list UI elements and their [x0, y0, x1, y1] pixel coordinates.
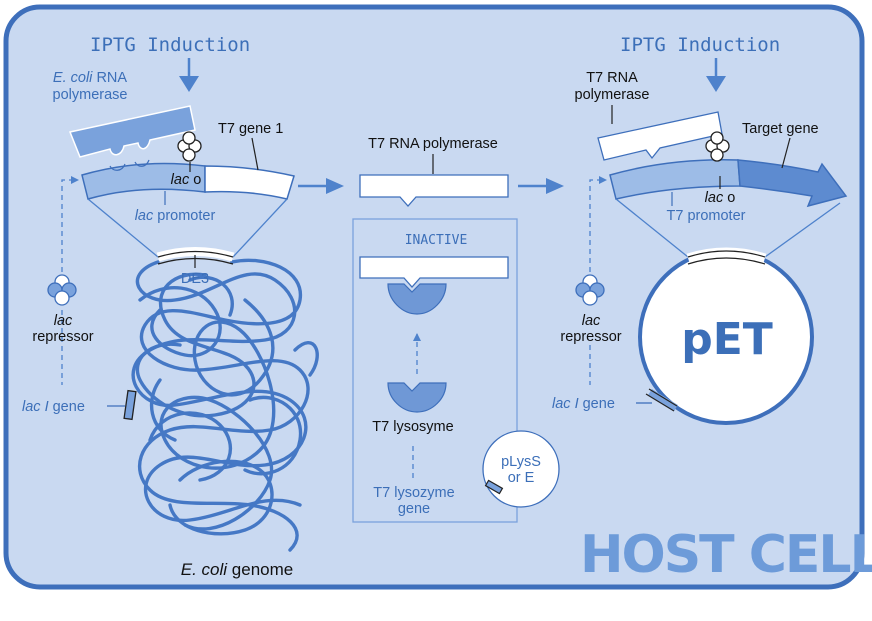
ecoli-rnap-label-line2: polymerase [53, 87, 128, 103]
lacI-gene-label-left: lac I gene [22, 399, 85, 415]
ecoli-chromosome [131, 258, 319, 552]
iptg-arrow-left [179, 58, 199, 92]
t7-rnap-label-center: T7 RNA polymerase [368, 136, 498, 152]
t7-lysozyme-gene-label-1: T7 lysozyme [373, 485, 454, 501]
lac-repressor-label-right-1: lac [582, 313, 601, 329]
t7-promoter-label: T7 promoter [667, 208, 746, 224]
lac-repressor-bound-icon [177, 131, 202, 162]
repressor-dashed-path-left [61, 176, 79, 272]
lac-repressor-label-left-2: repressor [32, 329, 93, 345]
inactive-box [352, 218, 518, 523]
t7-rnap-label-right-1: T7 RNA [586, 70, 638, 86]
host-cell-label: HOST CELL [580, 525, 872, 585]
t7-rnap-label-right-2: polymerase [575, 87, 650, 103]
t7-rnap-inactive [359, 256, 509, 288]
lac-repressor-icon-left [47, 274, 77, 306]
right-panel: IPTG Induction T7 RNA polymerase Target … [552, 34, 848, 425]
target-gene-arrow [737, 159, 848, 208]
t7-rna-polymerase-center [359, 174, 509, 207]
ecoli-genome-label: E. coli genome [181, 560, 293, 579]
t7-lysozyme-bound [387, 283, 447, 315]
lac-repressor-label-right-2: repressor [560, 329, 621, 345]
iptg-induction-label-left: IPTG Induction [90, 34, 250, 56]
iptg-induction-label-right: IPTG Induction [620, 34, 780, 56]
repressor-dashed-path-right [589, 176, 607, 272]
promoter-groove [109, 159, 150, 171]
lacI-gene-label-right: lac I gene [552, 396, 615, 412]
t7-rna-polymerase-right [597, 111, 723, 161]
pet-lacI-segment [648, 389, 678, 411]
de3-label: DE3 [181, 271, 209, 287]
ecoli-rna-polymerase [68, 105, 196, 158]
lac-promoter-label: lac promoter [135, 208, 216, 224]
t7-lysozyme-gene-label-2: gene [398, 501, 430, 517]
plyss-gene-segment [484, 479, 504, 495]
center-panel: T7 RNA polymerase INACTIVE T7 lysosyme T… [352, 136, 560, 523]
lac-repressor-label-left-1: lac [54, 313, 73, 329]
lacI-gene-segment-left [123, 389, 137, 421]
iptg-arrow-right [706, 58, 726, 92]
pet-label: pET [681, 314, 773, 365]
lac-repressor-bound-icon-right [705, 131, 730, 162]
inactive-label: INACTIVE [405, 233, 468, 248]
t7-lysozyme-free [387, 382, 447, 413]
t7-gene1-label: T7 gene 1 [218, 121, 283, 137]
plyss-label-2: or E [508, 470, 535, 486]
target-gene-label: Target gene [742, 121, 819, 137]
lac-o-label-left: lac o [171, 172, 202, 188]
lac-o-label-right: lac o [705, 190, 736, 206]
left-panel: IPTG Induction E. coli RNA polymerase T7… [22, 34, 319, 579]
flow-arrows [298, 178, 564, 194]
t7-lysosyme-label: T7 lysosyme [372, 419, 453, 435]
ecoli-rnap-label: E. coli RNA [53, 70, 127, 86]
plyss-label-1: pLysS [501, 454, 541, 470]
lac-repressor-icon-right [575, 274, 605, 306]
pet-t7-insert [686, 247, 767, 263]
